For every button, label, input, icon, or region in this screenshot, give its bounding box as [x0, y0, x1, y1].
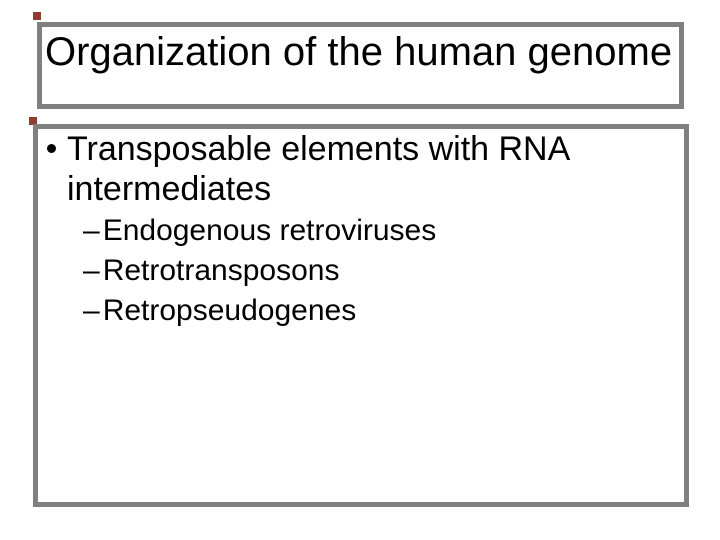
dash-bullet-icon: – [83, 214, 100, 247]
sub-bullet-endogenous-retroviruses: – Endogenous retroviruses [83, 211, 684, 251]
dash-bullet-icon: – [83, 254, 100, 287]
bullet-item-text: Transposable elements with RNA intermedi… [67, 129, 570, 209]
content-placeholder-box: Transposable elements with RNA intermedi… [33, 124, 689, 507]
bullet-item-transposable-elements: Transposable elements with RNA intermedi… [47, 129, 684, 209]
bullet-dot-icon [47, 144, 56, 153]
title-placeholder-box: Organization of the human genome [37, 22, 684, 109]
accent-square-title [33, 12, 41, 20]
bullet-item-line1: Transposable elements with RNA [67, 130, 571, 168]
sub-bullet-label: Endogenous retroviruses [102, 214, 437, 247]
sub-bullet-list: – Endogenous retroviruses – Retrotranspo… [83, 211, 684, 331]
sub-bullet-label: Retrotransposons [102, 254, 340, 287]
sub-bullet-retrotransposons: – Retrotransposons [83, 251, 684, 291]
dash-bullet-icon: – [83, 294, 100, 327]
slide-title: Organization of the human genome [45, 30, 673, 74]
sub-bullet-retropseudogenes: – Retropseudogenes [83, 291, 684, 331]
sub-bullet-label: Retropseudogenes [102, 294, 357, 327]
accent-square-body [29, 117, 37, 125]
bullet-item-line2: intermediates [67, 170, 272, 208]
